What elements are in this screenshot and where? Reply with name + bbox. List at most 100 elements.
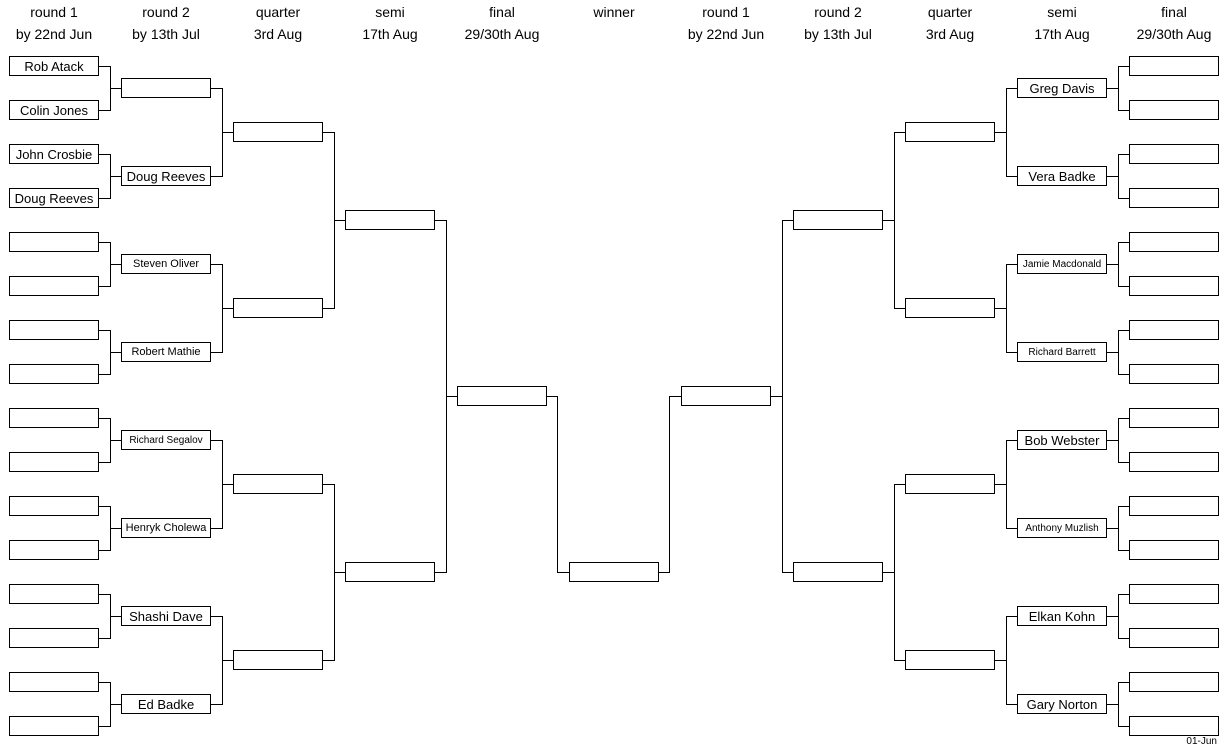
right-round2-slot-7[interactable]: Elkan Kohn	[1017, 606, 1107, 626]
left-quarter-slot-1[interactable]	[233, 122, 323, 142]
right-connector-round2-3	[1006, 264, 1018, 265]
left-connector-round2-5	[211, 440, 223, 441]
right-round1-slot-1[interactable]	[1129, 56, 1219, 76]
left-connector-round2-7	[211, 616, 223, 617]
left-round1-slot-10[interactable]	[9, 452, 99, 472]
left-round1-slot-6[interactable]	[9, 276, 99, 296]
right-connector-round1-out-2	[1107, 176, 1119, 177]
left-round1-slot-4[interactable]: Doug Reeves	[9, 188, 99, 208]
left-connector-round1-6	[99, 286, 111, 287]
left-connector-round1-9	[99, 418, 111, 419]
left-connector-round2-out-3	[222, 484, 234, 485]
right-round2-slot-4[interactable]: Richard Barrett	[1017, 342, 1107, 362]
left-connector-round1-3	[99, 154, 111, 155]
left-round1-slot-11[interactable]	[9, 496, 99, 516]
left-connector-round1-8	[99, 374, 111, 375]
left-connector-round2-4	[211, 352, 223, 353]
right-round2-slot-5[interactable]: Bob Webster	[1017, 430, 1107, 450]
right-connector-quarter-out-1	[883, 220, 895, 221]
right-connector-semi-2	[782, 572, 794, 573]
right-quarter-slot-4[interactable]	[905, 650, 995, 670]
right-round1-slot-3[interactable]	[1129, 144, 1219, 164]
left-quarter-slot-3[interactable]	[233, 474, 323, 494]
left-round1-slot-7[interactable]	[9, 320, 99, 340]
left-round2-slot-3[interactable]: Steven Oliver	[121, 254, 211, 274]
left-round2-slot-1[interactable]	[121, 78, 211, 98]
left-connector-round2-8	[211, 704, 223, 705]
right-semi-slot-1[interactable]	[793, 210, 883, 230]
right-round1-slot-11[interactable]	[1129, 496, 1219, 516]
header-left-quarter-line2: 3rd Aug	[253, 26, 303, 42]
left-quarter-slot-2[interactable]	[233, 298, 323, 318]
right-connector-round1-out-4	[1107, 352, 1119, 353]
right-connector-round1-15	[1118, 682, 1130, 683]
right-round1-slot-6[interactable]	[1129, 276, 1219, 296]
left-round2-slot-2[interactable]: Doug Reeves	[121, 166, 211, 186]
right-round2-slot-6[interactable]: Anthony Muzlish	[1017, 518, 1107, 538]
left-round1-slot-1[interactable]: Rob Atack	[9, 56, 99, 76]
right-round1-slot-4[interactable]	[1129, 188, 1219, 208]
left-connector-quarter-4	[323, 660, 335, 661]
left-quarter-slot-4[interactable]	[233, 650, 323, 670]
left-connector-semi-2	[435, 572, 447, 573]
left-round1-slot-3[interactable]: John Crosbie	[9, 144, 99, 164]
left-connector-round1-2	[99, 110, 111, 111]
right-connector-round1-11	[1118, 506, 1130, 507]
right-round1-slot-9[interactable]	[1129, 408, 1219, 428]
right-round1-slot-7[interactable]	[1129, 320, 1219, 340]
right-round1-slot-2[interactable]	[1129, 100, 1219, 120]
right-round2-slot-2[interactable]: Vera Badke	[1017, 166, 1107, 186]
right-round2-slot-1[interactable]: Greg Davis	[1017, 78, 1107, 98]
right-quarter-slot-3[interactable]	[905, 474, 995, 494]
left-round1-slot-15[interactable]	[9, 672, 99, 692]
left-connector-round1-16	[99, 726, 111, 727]
right-round1-slot-12[interactable]	[1129, 540, 1219, 560]
right-round2-slot-3[interactable]: Jamie Macdonald	[1017, 254, 1107, 274]
left-round2-slot-4[interactable]: Robert Mathie	[121, 342, 211, 362]
right-round1-slot-16[interactable]	[1129, 716, 1219, 736]
left-round1-slot-9[interactable]	[9, 408, 99, 428]
right-semi-slot-2[interactable]	[793, 562, 883, 582]
right-connector-round1-12	[1118, 550, 1130, 551]
right-round2-slot-8[interactable]: Gary Norton	[1017, 694, 1107, 714]
right-quarter-slot-1[interactable]	[905, 122, 995, 142]
left-round2-slot-6[interactable]: Henryk Cholewa	[121, 518, 211, 538]
left-connector-round1-11	[99, 506, 111, 507]
left-round1-slot-8[interactable]	[9, 364, 99, 384]
left-round1-slot-12[interactable]	[9, 540, 99, 560]
right-round1-slot-10[interactable]	[1129, 452, 1219, 472]
left-round2-slot-7[interactable]: Shashi Dave	[121, 606, 211, 626]
left-semi-slot-2[interactable]	[345, 562, 435, 582]
header-right-semi-line1: round 2	[814, 4, 862, 20]
right-connector-round1-out-3	[1107, 264, 1119, 265]
right-final-slot-1[interactable]	[681, 386, 771, 406]
left-round1-slot-16[interactable]	[9, 716, 99, 736]
header-right-semi-line2: by 13th Jul	[804, 26, 872, 42]
left-connector-round1-out-6	[110, 528, 122, 529]
left-semi-slot-1[interactable]	[345, 210, 435, 230]
right-round1-slot-13[interactable]	[1129, 584, 1219, 604]
right-connector-round1-4	[1118, 198, 1130, 199]
right-connector-round1-3	[1118, 154, 1130, 155]
right-round1-slot-15[interactable]	[1129, 672, 1219, 692]
left-round1-slot-14[interactable]	[9, 628, 99, 648]
left-connector-semi-1	[435, 220, 447, 221]
left-round1-slot-2[interactable]: Colin Jones	[9, 100, 99, 120]
header-right-round1-line2: 29/30th Aug	[1136, 26, 1212, 42]
header-left-round2-line1: round 2	[142, 4, 190, 20]
winner-slot[interactable]	[569, 562, 659, 582]
left-round1-slot-13[interactable]	[9, 584, 99, 604]
left-final-slot-1[interactable]	[457, 386, 547, 406]
left-round2-slot-8[interactable]: Ed Badke	[121, 694, 211, 714]
right-round1-slot-14[interactable]	[1129, 628, 1219, 648]
right-connector-quarter-3	[894, 484, 906, 485]
right-round1-slot-5[interactable]	[1129, 232, 1219, 252]
right-round1-slot-8[interactable]	[1129, 364, 1219, 384]
header-winner-line1: winner	[593, 4, 635, 20]
left-connector-round1-7	[99, 330, 111, 331]
header-right-semi: round 2 by 13th Jul	[782, 1, 894, 45]
right-quarter-slot-2[interactable]	[905, 298, 995, 318]
left-round1-slot-5[interactable]	[9, 232, 99, 252]
left-round2-slot-5[interactable]: Richard Segalov	[121, 430, 211, 450]
right-connector-round1-13	[1118, 594, 1130, 595]
